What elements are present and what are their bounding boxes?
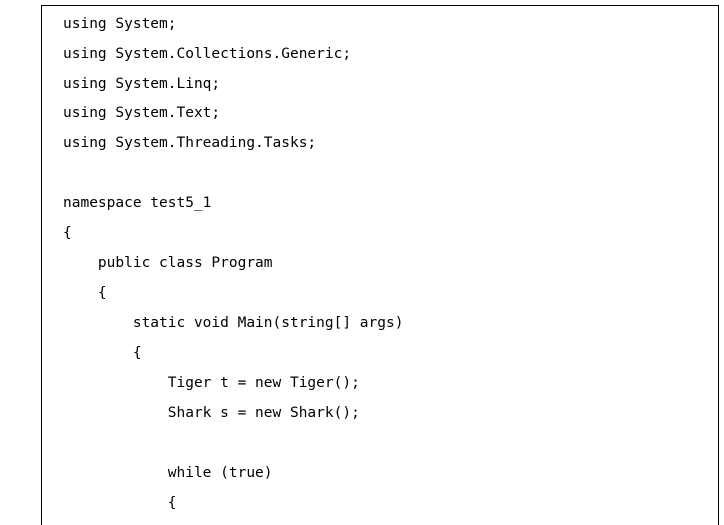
code-line: Shark s = new Shark(); <box>63 405 360 421</box>
code-line: static void Main(string[] args) <box>63 315 404 331</box>
code-line: namespace test5_1 <box>63 195 212 211</box>
code-line: using System.Collections.Generic; <box>63 46 352 62</box>
code-line: using System; <box>63 16 177 32</box>
code-line: using System.Threading.Tasks; <box>63 135 317 151</box>
code-line: { <box>63 225 72 241</box>
code-line: while (true) <box>63 465 273 481</box>
code-line: { <box>63 345 142 361</box>
code-line: using System.Text; <box>63 105 221 121</box>
code-block <box>41 5 719 525</box>
code-line: using System.Linq; <box>63 76 221 92</box>
code-line: { <box>63 495 177 511</box>
code-line: public class Program <box>63 255 273 271</box>
code-line: { <box>63 285 107 301</box>
code-line: Tiger t = new Tiger(); <box>63 375 360 391</box>
